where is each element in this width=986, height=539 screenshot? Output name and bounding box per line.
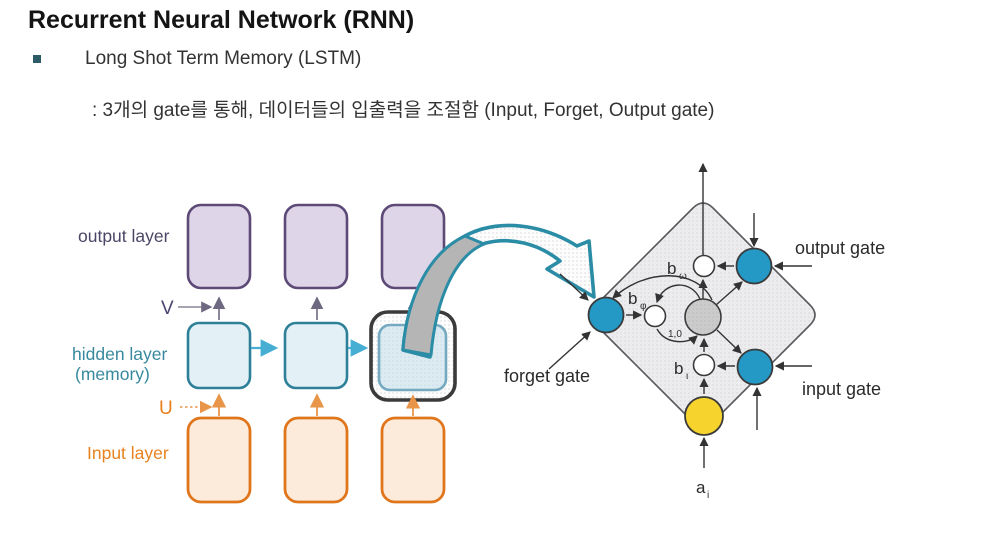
description-text: : 3개의 gate를 통해, 데이터들의 입출력을 조절함 (Input, F…	[92, 100, 715, 121]
rnn-diagram: output layer hidden layer (memory) Input…	[72, 203, 457, 504]
output-gate-label: output gate	[795, 238, 885, 258]
page-title: Recurrent Neural Network (RNN)	[28, 6, 415, 34]
b-phi-subscript: φ	[640, 301, 647, 312]
hidden-box-1	[186, 321, 252, 390]
loop-weight-label: 1,0	[668, 329, 682, 340]
phi-multiplier-node	[643, 304, 667, 328]
forget-input-lower-arrow	[548, 331, 591, 370]
input-box-3	[380, 416, 446, 504]
b-iota-subscript: ι	[686, 371, 688, 382]
output-layer-label: output layer	[78, 226, 170, 246]
b-omega-subscript: ω	[679, 271, 687, 282]
b-phi-label: b	[628, 289, 637, 308]
cell-to-ingate-peephole	[716, 329, 742, 354]
input-layer-label: Input layer	[87, 443, 169, 463]
cell-state-node	[684, 298, 722, 336]
v-weight-label: V	[161, 298, 174, 319]
cell-to-outgate-peephole	[715, 281, 743, 306]
forget-gate-label: forget gate	[504, 366, 590, 386]
output-gate-node	[735, 247, 773, 285]
input-box-1	[186, 416, 252, 504]
bullet-square-icon	[33, 55, 41, 63]
forget-input-upper-arrow	[559, 273, 589, 301]
forget-gate-node	[587, 296, 625, 334]
omega-multiplier-node	[692, 254, 716, 278]
input-box-2	[283, 416, 349, 504]
bullet-text: Long Shot Term Memory (LSTM)	[85, 48, 362, 69]
hidden-box-2	[283, 321, 349, 390]
zoom-arrow	[401, 223, 596, 359]
cell-to-forget-peephole-arc	[612, 275, 713, 301]
input-gate-node	[736, 348, 774, 386]
b-iota-label: b	[674, 359, 683, 378]
a-input-label: a	[696, 478, 706, 497]
output-box-2	[283, 203, 349, 290]
input-node	[684, 396, 724, 436]
phi-to-cell-loop-arc	[656, 328, 698, 345]
hidden-layer-sublabel: (memory)	[75, 364, 150, 384]
zoom-arrow-tail	[401, 234, 486, 357]
hidden-layer-label: hidden layer	[72, 344, 168, 364]
b-omega-label: b	[667, 259, 676, 278]
lstm-diagram: b ω b φ b ι 1,0 a i output gate forget g…	[504, 162, 885, 501]
output-box-1	[186, 203, 252, 290]
input-gate-label: input gate	[802, 379, 881, 399]
bullet-row: Long Shot Term Memory (LSTM)	[33, 48, 361, 70]
a-input-subscript: i	[707, 490, 709, 501]
u-weight-label: U	[159, 398, 173, 419]
cell-to-phi-arc	[655, 284, 701, 304]
iota-multiplier-node	[692, 353, 716, 377]
